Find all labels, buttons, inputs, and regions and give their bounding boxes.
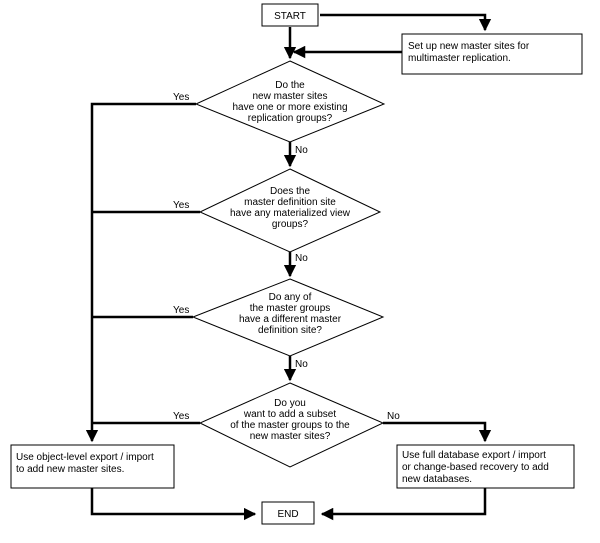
decision-1-line-4: replication groups? xyxy=(248,113,333,124)
setup-line-1: Set up new master sites for xyxy=(408,41,530,52)
decision-2-line-1: Does the xyxy=(270,186,310,197)
start-label: START xyxy=(274,11,306,22)
d4-no-label: No xyxy=(387,411,400,422)
full-database-line-1: Use full database export / import xyxy=(402,450,546,461)
end-node: END xyxy=(261,501,315,525)
decision-1-line-2: new master sites xyxy=(252,91,327,102)
left-box-to-end-arrow xyxy=(90,488,257,521)
decision-1-line-3: have one or more existing xyxy=(232,102,347,113)
decision-3-line-4: definition site? xyxy=(258,325,322,336)
decision-2-line-2: master definition site xyxy=(244,197,336,208)
decision-4-line-2: want to add a subset xyxy=(243,409,337,420)
decision-3-line-1: Do any of xyxy=(269,292,312,303)
decision-4-line-1: Do you xyxy=(274,398,306,409)
decision-3-line-2: the master groups xyxy=(250,303,331,314)
d3-yes-label: Yes xyxy=(173,305,189,316)
d4-yes-label: Yes xyxy=(173,411,189,422)
decision-3: Do any of the master groups have a diffe… xyxy=(191,278,385,357)
decision-4: Do you want to add a subset of the maste… xyxy=(198,382,385,468)
d3-no-label: No xyxy=(295,359,308,370)
branch-labels: Yes No Yes No Yes No Yes No xyxy=(173,92,400,422)
decision-4-line-4: new master sites? xyxy=(250,431,331,442)
decision-3-line-3: have a different master xyxy=(239,314,342,325)
full-database-box: Use full database export / import or cha… xyxy=(396,444,575,489)
d2-no-label: No xyxy=(295,253,308,264)
start-node: START xyxy=(261,3,319,27)
d2-yes-label: Yes xyxy=(173,200,189,211)
decision-2-line-3: have any materialized view xyxy=(230,208,351,219)
full-database-line-3: new databases. xyxy=(402,474,472,485)
decision-2-line-4: groups? xyxy=(272,219,309,230)
decision-1-line-1: Do the xyxy=(275,80,305,91)
setup-line-2: multimaster replication. xyxy=(408,53,511,64)
d1-no-label: No xyxy=(295,145,308,156)
connectors xyxy=(85,13,492,521)
setup-box: Set up new master sites for multimaster … xyxy=(401,33,583,75)
d1-yes-label: Yes xyxy=(173,92,189,103)
end-label: END xyxy=(277,509,298,520)
decision-1: Do the new master sites have one or more… xyxy=(194,60,386,143)
full-database-line-2: or change-based recovery to add xyxy=(402,462,549,473)
start-to-setup-arrow xyxy=(320,13,492,32)
right-box-to-end-arrow xyxy=(320,488,487,521)
object-level-line-2: to add new master sites. xyxy=(16,464,124,475)
decision-2: Does the master definition site have any… xyxy=(198,168,382,253)
d1-yes-line xyxy=(85,102,196,443)
d4-no-arrow xyxy=(383,421,492,443)
object-level-line-1: Use object-level export / import xyxy=(16,452,154,463)
decision-4-line-3: of the master groups to the xyxy=(230,420,350,431)
object-level-box: Use object-level export / import to add … xyxy=(10,444,175,489)
